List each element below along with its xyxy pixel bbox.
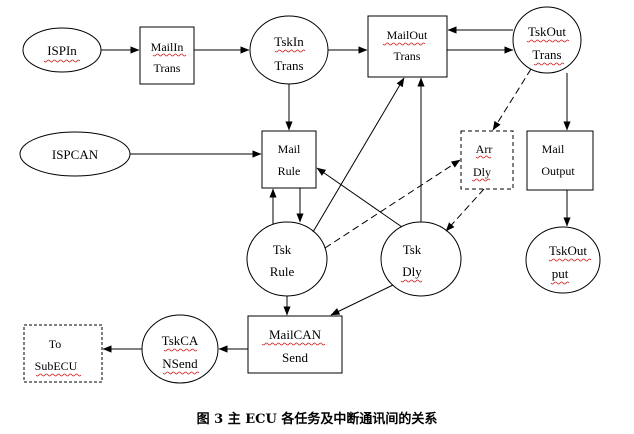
- node-tskout-put-line-2: put: [552, 266, 569, 281]
- node-ispin: ISPIn: [22, 27, 102, 73]
- node-mail-rule-line-1: Mail: [278, 142, 301, 156]
- edge-tskrule-to-mailout: [312, 77, 405, 233]
- node-tsk-rule-line-2: Rule: [270, 264, 295, 279]
- node-tsk-rule-line-1: Tsk: [273, 242, 292, 257]
- node-tskin-trans-line-2: Trans: [274, 58, 303, 73]
- node-tskin-trans: TskIn Trans: [249, 15, 329, 85]
- edge-tskdly-to-mailrule: [316, 167, 403, 228]
- node-mailcan-send-line-2: Send: [282, 350, 309, 365]
- node-mail-output: Mail Output: [526, 130, 594, 191]
- node-mailout-trans-line-1: MailOut: [387, 28, 428, 42]
- node-tskout-put-line-1: TskOut: [549, 243, 587, 258]
- node-arr-dly-line-1: Arr: [476, 142, 493, 156]
- node-tskout-trans-line-2: Trans: [532, 47, 561, 62]
- node-to-subecu-line-2: SubECU: [35, 359, 78, 373]
- edge-tskout-to-arrdly: [492, 68, 532, 131]
- node-ispcan: ISPCAN: [19, 131, 131, 177]
- node-mailin-trans-line-1: MailIn: [151, 40, 184, 54]
- spellcheck-underlines: [35, 39, 592, 377]
- node-mailin-trans-line-2: Trans: [154, 61, 181, 75]
- node-ispin-line-1: ISPIn: [47, 43, 77, 58]
- node-tskcan-send-line-2: NSend: [162, 356, 198, 371]
- node-mail-rule-line-2: Rule: [278, 164, 301, 178]
- node-tskout-trans: TskOut Trans: [512, 6, 582, 74]
- node-tskin-trans-line-1: TskIn: [274, 34, 304, 49]
- edge-tskdly-to-mailcan: [330, 284, 394, 316]
- figure-caption: 图 3 主 ECU 各任务及中断通讯间的关系: [196, 412, 438, 427]
- node-mailcan-send-line-1: MailCAN: [269, 327, 322, 342]
- node-tsk-rule: Tsk Rule: [246, 221, 328, 297]
- node-arr-dly: Arr Dly: [460, 130, 514, 190]
- node-mail-output-line-2: Output: [541, 164, 575, 178]
- node-mailcan-send: MailCAN Send: [247, 315, 343, 374]
- node-mail-rule: Mail Rule: [261, 130, 317, 189]
- edge-arrdly-to-tskdly: [445, 188, 485, 232]
- node-mail-output-line-1: Mail: [542, 142, 565, 156]
- node-tsk-dly: Tsk Dly: [380, 221, 462, 297]
- node-mailout-trans-line-2: Trans: [394, 49, 421, 63]
- node-ispcan-line-1: ISPCAN: [52, 147, 99, 162]
- node-tskout-put: TskOut put: [525, 226, 601, 294]
- node-tsk-dly-line-1: Tsk: [403, 242, 422, 257]
- node-arr-dly-line-2: Dly: [473, 165, 491, 179]
- node-to-subecu-line-1: To: [49, 337, 62, 351]
- node-tskcan-send-line-1: TskCA: [162, 333, 199, 348]
- node-mailout-trans: MailOut Trans: [367, 15, 448, 78]
- edge-tskrule-to-arrdly: [324, 159, 461, 249]
- node-tskout-trans-line-1: TskOut: [528, 24, 566, 39]
- node-tsk-dly-line-2: Dly: [402, 264, 422, 279]
- node-to-subecu: To SubECU: [23, 324, 103, 383]
